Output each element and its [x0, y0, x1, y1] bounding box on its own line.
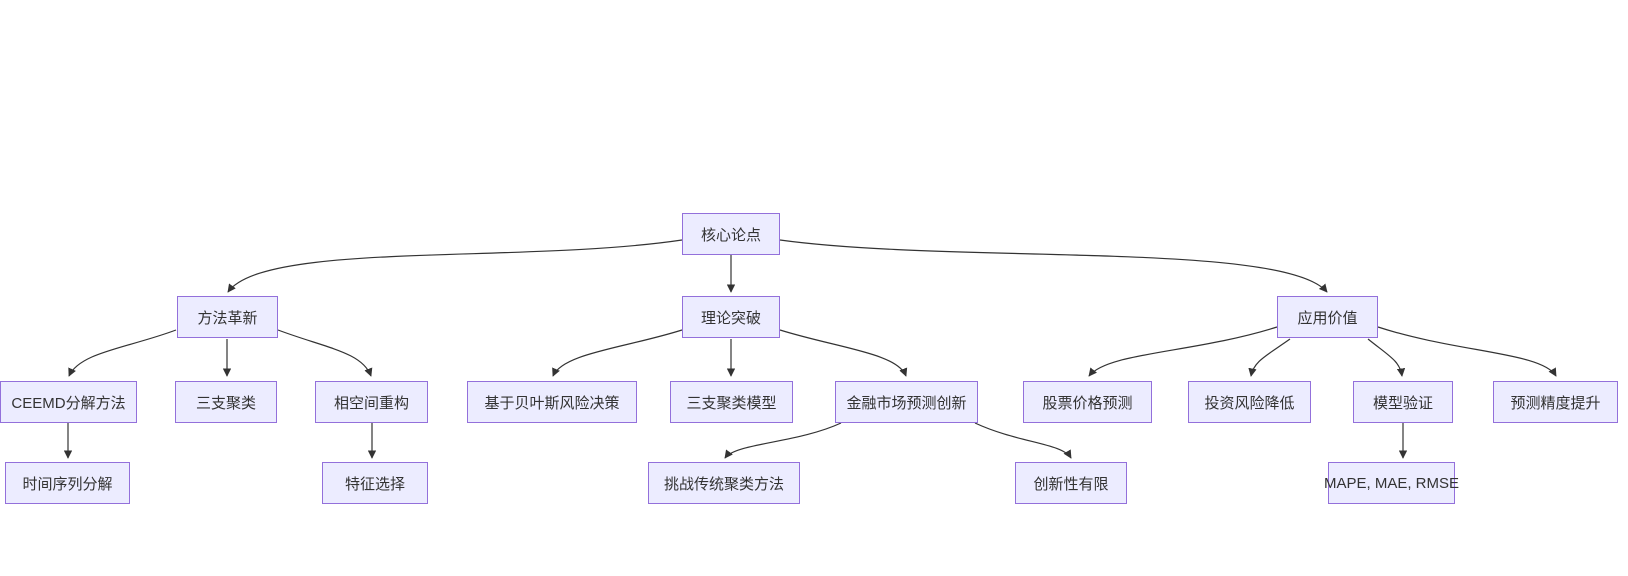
node-label: 预测精度提升 [1510, 394, 1601, 412]
edge-method-innovation-to-ceemd-decomposition [68, 329, 177, 377]
node-application-value: 应用价值 [1277, 296, 1378, 338]
node-label: 投资风险降低 [1204, 394, 1295, 412]
node-model-validation: 模型验证 [1353, 381, 1453, 423]
edge-theory-breakthrough-to-bayesian-risk-decision [552, 329, 683, 377]
node-label: 应用价值 [1297, 309, 1358, 327]
node-label: 核心论点 [700, 226, 761, 244]
node-ceemd-decomposition: CEEMD分解方法 [0, 381, 137, 423]
node-label: 基于贝叶斯风险决策 [484, 394, 620, 412]
node-mape-mae-rmse: MAPE, MAE, RMSE [1324, 462, 1459, 504]
node-three-way-clustering: 三支聚类 [175, 381, 277, 423]
node-label: 模型验证 [1372, 394, 1433, 412]
node-label: 特征选择 [344, 475, 405, 493]
edge-theory-breakthrough-to-financial-market-forecast-innovation [779, 329, 908, 377]
node-label: 股票价格预测 [1042, 394, 1133, 412]
node-investment-risk-reduction: 投资风险降低 [1188, 381, 1311, 423]
node-label: MAPE, MAE, RMSE [1323, 474, 1460, 492]
node-bayesian-risk-decision: 基于贝叶斯风险决策 [467, 381, 637, 423]
edge-application-value-to-investment-risk-reduction [1248, 338, 1291, 377]
node-financial-market-forecast-innovation: 金融市场预测创新 [835, 381, 978, 423]
node-feature-selection: 特征选择 [322, 462, 428, 504]
node-time-series-decomposition: 时间序列分解 [5, 462, 130, 504]
node-label: 三支聚类 [195, 394, 256, 412]
edge-application-value-to-stock-price-prediction [1088, 326, 1278, 377]
edge-application-value-to-model-validation [1367, 338, 1406, 377]
node-challenge-traditional-clustering: 挑战传统聚类方法 [648, 462, 800, 504]
node-limited-innovation: 创新性有限 [1015, 462, 1127, 504]
node-label: 理论突破 [700, 309, 761, 327]
node-label: 三支聚类模型 [686, 394, 777, 412]
node-label: 挑战传统聚类方法 [663, 475, 784, 493]
node-label: 方法革新 [197, 309, 258, 327]
edge-financial-market-forecast-innovation-to-challenge-traditional-clustering [724, 422, 842, 459]
node-prediction-accuracy-improvement: 预测精度提升 [1493, 381, 1618, 423]
node-label: 创新性有限 [1033, 475, 1109, 493]
node-three-way-clustering-model: 三支聚类模型 [670, 381, 793, 423]
edge-application-value-to-prediction-accuracy-improvement [1377, 326, 1557, 377]
node-core-thesis: 核心论点 [682, 213, 780, 255]
node-phase-space-reconstruction: 相空间重构 [315, 381, 428, 423]
node-label: CEEMD分解方法 [11, 394, 126, 412]
node-theory-breakthrough: 理论突破 [682, 296, 780, 338]
node-label: 相空间重构 [333, 394, 409, 412]
edge-method-innovation-to-phase-space-reconstruction [277, 329, 373, 377]
edge-financial-market-forecast-innovation-to-limited-innovation [974, 422, 1072, 459]
node-method-innovation: 方法革新 [177, 296, 278, 338]
node-label: 金融市场预测创新 [846, 394, 967, 412]
edge-core-thesis-to-application-value [779, 239, 1328, 293]
node-label: 时间序列分解 [22, 475, 113, 493]
node-stock-price-prediction: 股票价格预测 [1023, 381, 1152, 423]
edge-core-thesis-to-method-innovation [227, 239, 683, 293]
